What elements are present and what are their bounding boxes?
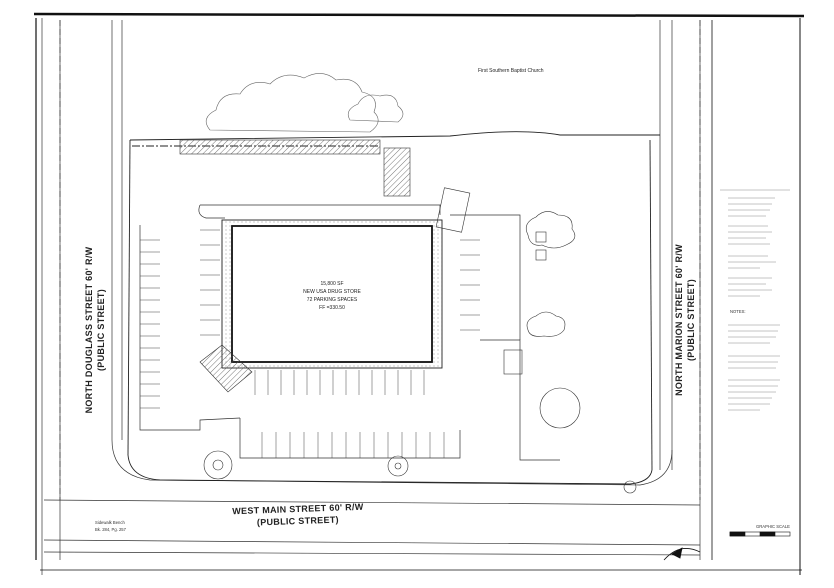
entrance-plaza <box>199 344 253 393</box>
notes-lines <box>720 189 790 411</box>
parking-stalls-left <box>140 229 220 409</box>
parking-lot <box>139 204 560 461</box>
graphic-scale-bar <box>729 531 791 537</box>
sidewalk-ref-2: Bk. 284, Pg. 257 <box>95 527 127 532</box>
north-arrow-icon <box>663 547 701 561</box>
west-main-sub: (PUBLIC STREET) <box>257 515 339 528</box>
building-footprint <box>231 225 433 363</box>
landscape-buffer <box>179 139 411 197</box>
church-label: First Southern Baptist Church <box>478 68 544 74</box>
tree-canopy <box>205 73 404 133</box>
tree-symbols <box>203 211 637 494</box>
notes-header: NOTES: <box>730 309 746 314</box>
finish-floor: FF =330.50 <box>319 305 345 311</box>
street-rights-of-way <box>43 20 701 560</box>
west-main-label: WEST MAIN STREET 60' R/W <box>232 502 364 517</box>
parking-stalls-bottom <box>254 239 480 458</box>
graphic-scale-label: GRAPHIC SCALE <box>756 524 790 529</box>
north-douglass-label: NORTH DOUGLASS STREET 60' R/W <box>84 246 94 413</box>
building-name: NEW USA DRUG STORE <box>303 289 361 295</box>
north-douglass-sub: (PUBLIC STREET) <box>96 289 106 371</box>
north-marion-sub: (PUBLIC STREET) <box>686 279 696 361</box>
parking-count: 72 PARKING SPACES <box>307 297 358 303</box>
building-area: 15,800 SF <box>320 281 343 287</box>
sidewalk-ref-1: Sidewalk Bench <box>95 520 125 525</box>
site-features <box>435 187 547 375</box>
north-marion-label: NORTH MARION STREET 60' R/W <box>674 244 684 396</box>
sheet-border <box>33 12 805 575</box>
